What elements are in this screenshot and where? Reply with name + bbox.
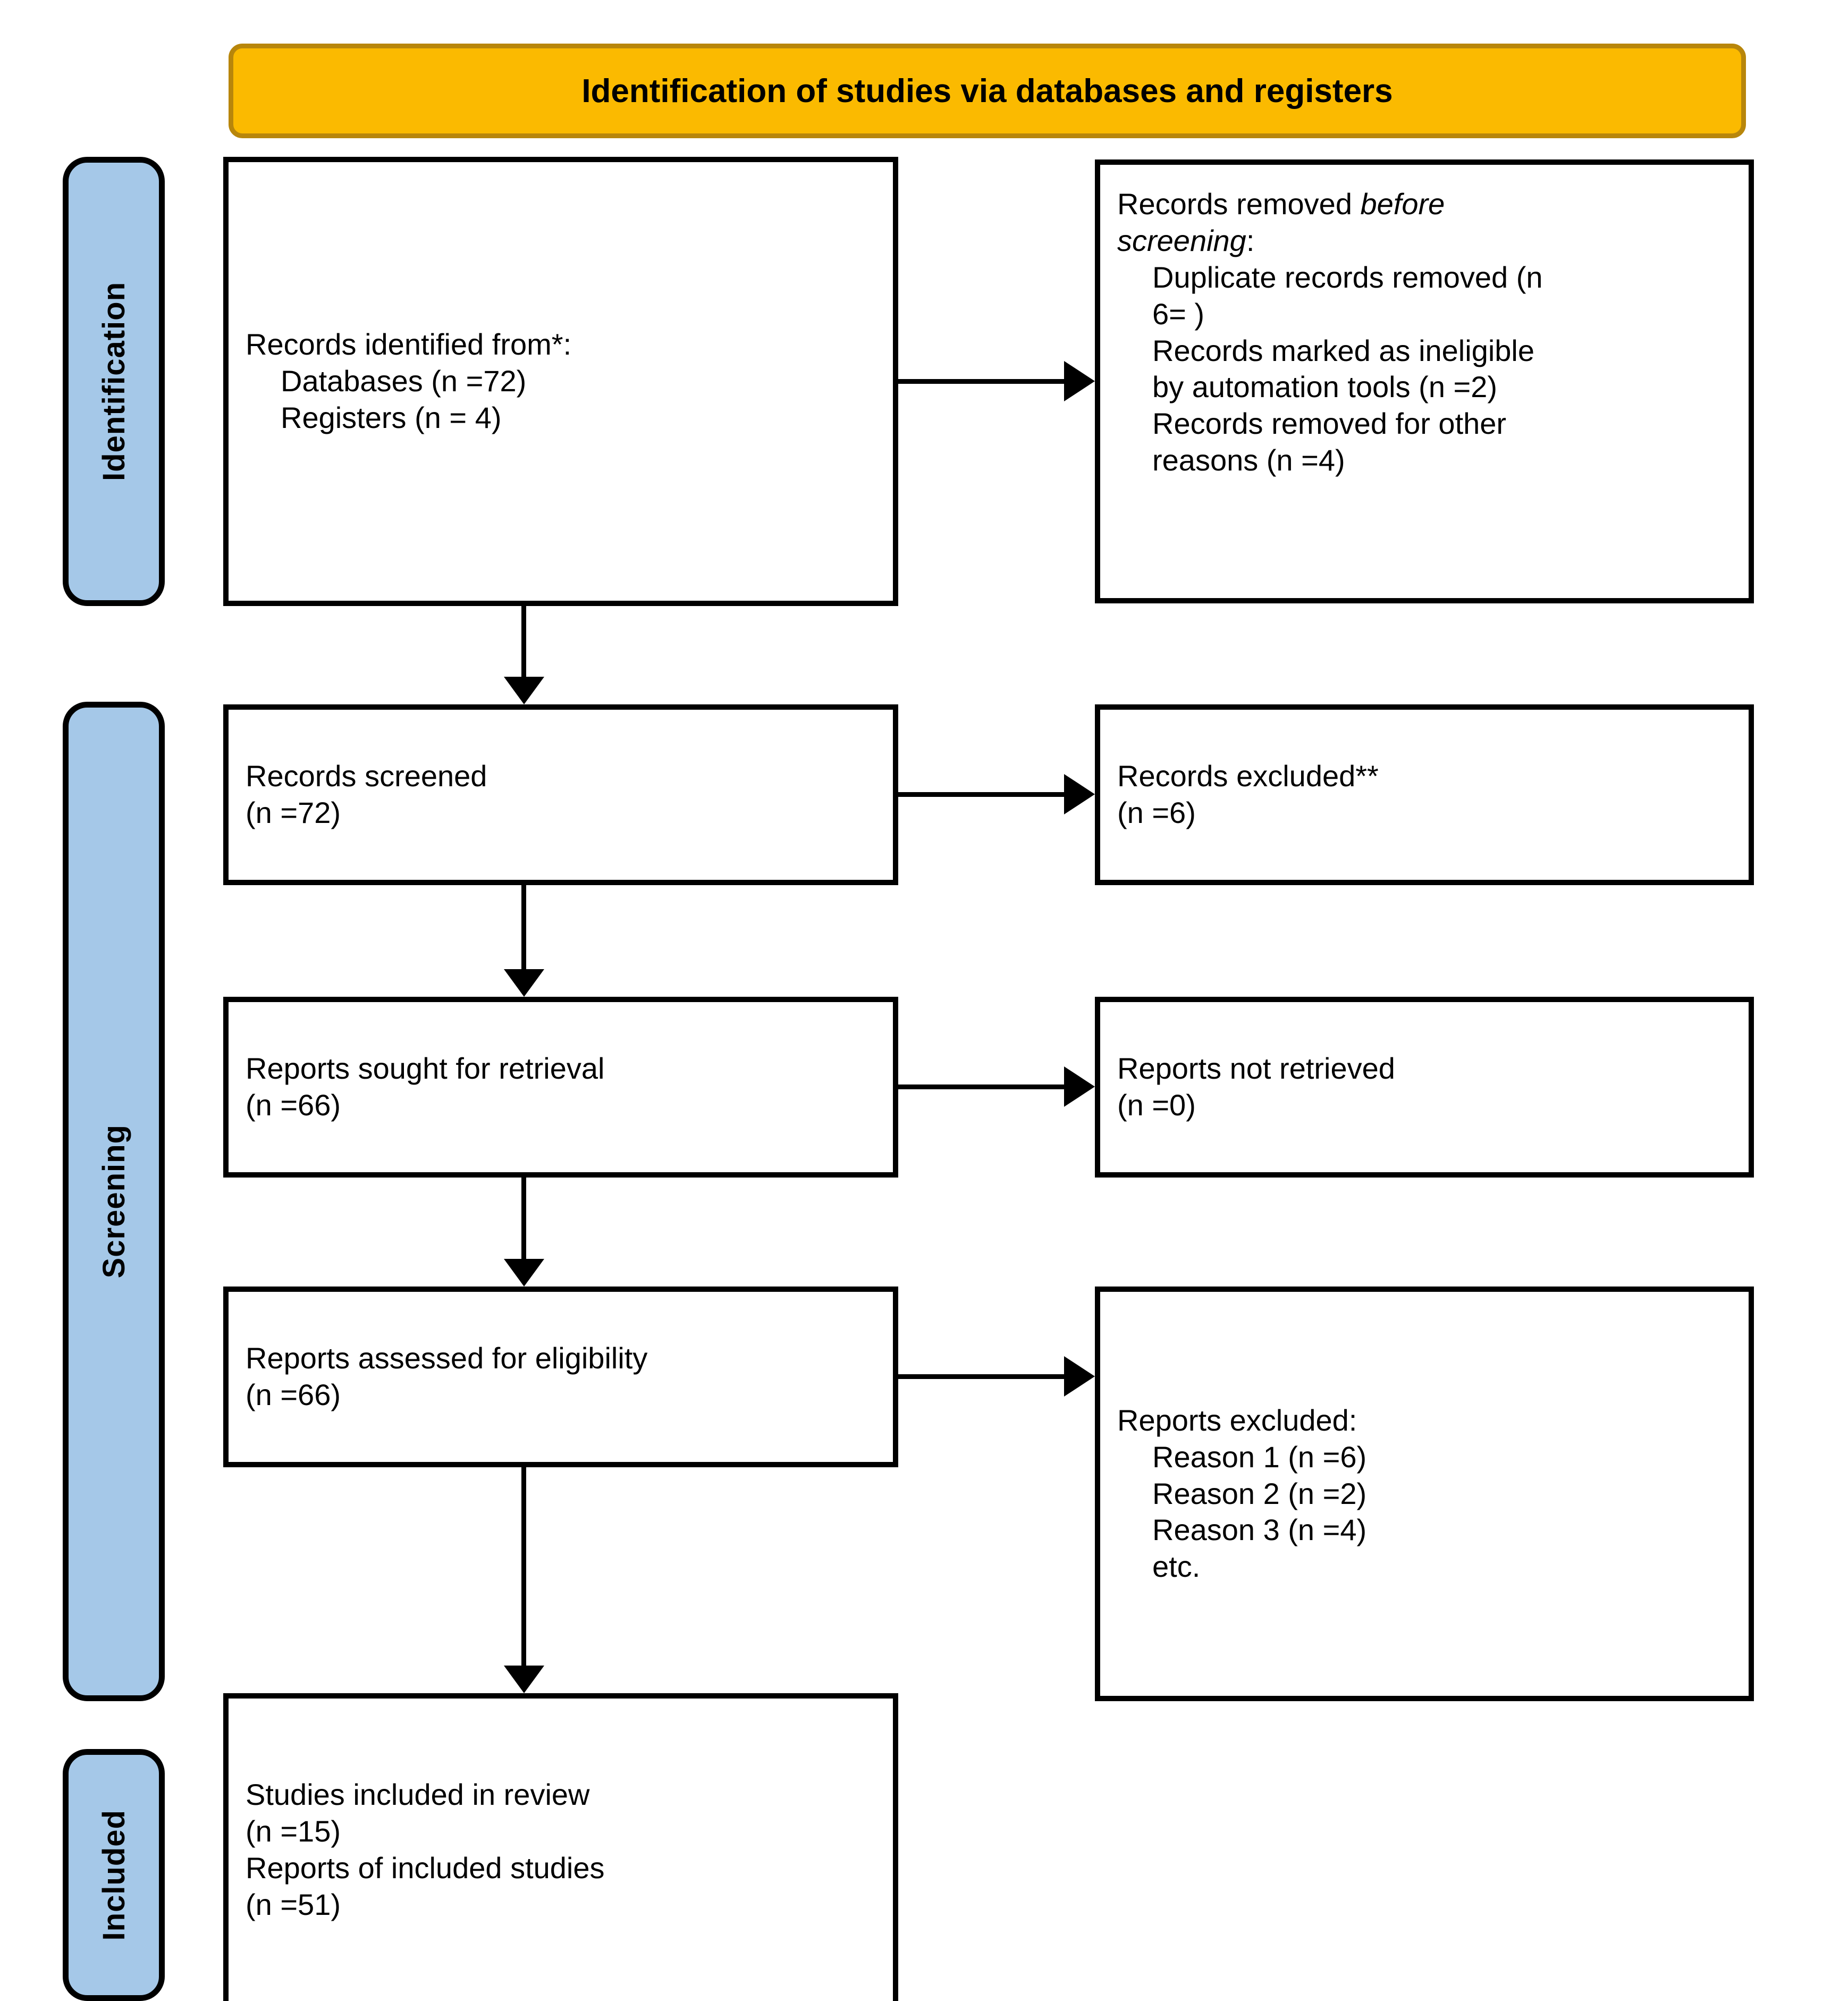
records-removed-duplicates-line1: Duplicate records removed (n — [1152, 260, 1543, 294]
connector-assessed-to-included — [521, 1467, 526, 1666]
stage-label-screening-text: Screening — [96, 1124, 131, 1279]
reports-assessed-label: Reports assessed for eligibility — [246, 1341, 648, 1375]
arrowhead-right-icon — [1064, 361, 1095, 401]
reports-sought-count: (n =66) — [246, 1088, 341, 1122]
records-screened-label: Records screened — [246, 759, 487, 793]
box-studies-included: Studies included in review (n =15) Repor… — [223, 1693, 898, 2001]
records-identified-databases: Databases (n =72) — [281, 364, 527, 398]
box-records-excluded: Records excluded** (n =6) — [1095, 704, 1754, 885]
arrowhead-down-icon — [504, 1259, 544, 1287]
records-removed-heading-screening: screening — [1117, 223, 1246, 257]
arrowhead-down-icon — [504, 969, 544, 997]
connector-screened-to-sought — [521, 885, 526, 969]
connector-identified-to-removed — [898, 379, 1068, 384]
records-removed-ineligible-line1: Records marked as ineligible — [1152, 333, 1535, 367]
records-removed-other-line2: reasons (n =4) — [1152, 443, 1345, 477]
records-excluded-count: (n =6) — [1117, 796, 1196, 829]
arrowhead-right-icon — [1064, 774, 1095, 814]
stage-label-included: Included — [63, 1749, 165, 2001]
box-reports-excluded: Reports excluded: Reason 1 (n =6) Reason… — [1095, 1287, 1754, 1701]
stage-label-identification: Identification — [63, 157, 165, 606]
records-excluded-label: Records excluded** — [1117, 759, 1379, 793]
box-records-removed-before-screening: Records removed before screening: Duplic… — [1095, 159, 1754, 603]
records-removed-heading-line2: screening: — [1117, 223, 1732, 259]
connector-assessed-to-reports-excluded — [898, 1374, 1068, 1379]
box-reports-assessed-for-eligibility: Reports assessed for eligibility (n =66) — [223, 1287, 898, 1467]
box-reports-sought-for-retrieval: Reports sought for retrieval (n =66) — [223, 997, 898, 1178]
connector-identified-to-screened — [521, 606, 526, 677]
reports-assessed-count: (n =66) — [246, 1378, 341, 1411]
records-removed-heading-a: Records removed — [1117, 187, 1361, 221]
records-identified-registers: Registers (n = 4) — [281, 400, 502, 434]
arrowhead-right-icon — [1064, 1066, 1095, 1107]
arrowhead-down-icon — [504, 677, 544, 704]
records-removed-ineligible-line2: by automation tools (n =2) — [1152, 370, 1498, 404]
box-records-identified: Records identified from*: Databases (n =… — [223, 157, 898, 606]
reports-sought-label: Reports sought for retrieval — [246, 1052, 605, 1086]
connector-screened-to-excluded — [898, 792, 1068, 797]
reports-included-count: (n =51) — [246, 1887, 341, 1921]
records-removed-duplicates-line2: 6= ) — [1152, 297, 1205, 331]
records-identified-heading: Records identified from*: — [246, 327, 572, 361]
records-removed-heading-before: before — [1360, 187, 1445, 221]
box-records-screened: Records screened (n =72) — [223, 704, 898, 885]
reports-included-label: Reports of included studies — [246, 1851, 605, 1885]
stage-label-screening: Screening — [63, 702, 165, 1701]
studies-included-count: (n =15) — [246, 1814, 341, 1848]
reports-excluded-etc: etc. — [1152, 1550, 1201, 1584]
studies-included-label: Studies included in review — [246, 1778, 590, 1812]
connector-sought-to-not-retrieved — [898, 1084, 1068, 1089]
arrowhead-down-icon — [504, 1666, 544, 1693]
arrowhead-right-icon — [1064, 1356, 1095, 1397]
reports-not-retrieved-count: (n =0) — [1117, 1088, 1196, 1122]
records-removed-other-line1: Records removed for other — [1152, 407, 1507, 441]
box-reports-not-retrieved: Reports not retrieved (n =0) — [1095, 997, 1754, 1178]
banner-title: Identification of studies via databases … — [581, 72, 1393, 110]
stage-label-identification-text: Identification — [96, 282, 131, 481]
reports-excluded-reason-3: Reason 3 (n =4) — [1152, 1513, 1367, 1547]
reports-excluded-reason-2: Reason 2 (n =2) — [1152, 1476, 1367, 1510]
records-screened-count: (n =72) — [246, 796, 341, 829]
stage-label-included-text: Included — [96, 1809, 131, 1941]
records-removed-heading-line1: Records removed before — [1117, 186, 1732, 223]
reports-excluded-reason-1: Reason 1 (n =6) — [1152, 1440, 1367, 1474]
records-removed-heading-colon: : — [1246, 223, 1255, 257]
diagram-header-banner: Identification of studies via databases … — [229, 44, 1746, 138]
reports-excluded-heading: Reports excluded: — [1117, 1403, 1357, 1437]
reports-not-retrieved-label: Reports not retrieved — [1117, 1052, 1395, 1086]
connector-sought-to-assessed — [521, 1178, 526, 1259]
